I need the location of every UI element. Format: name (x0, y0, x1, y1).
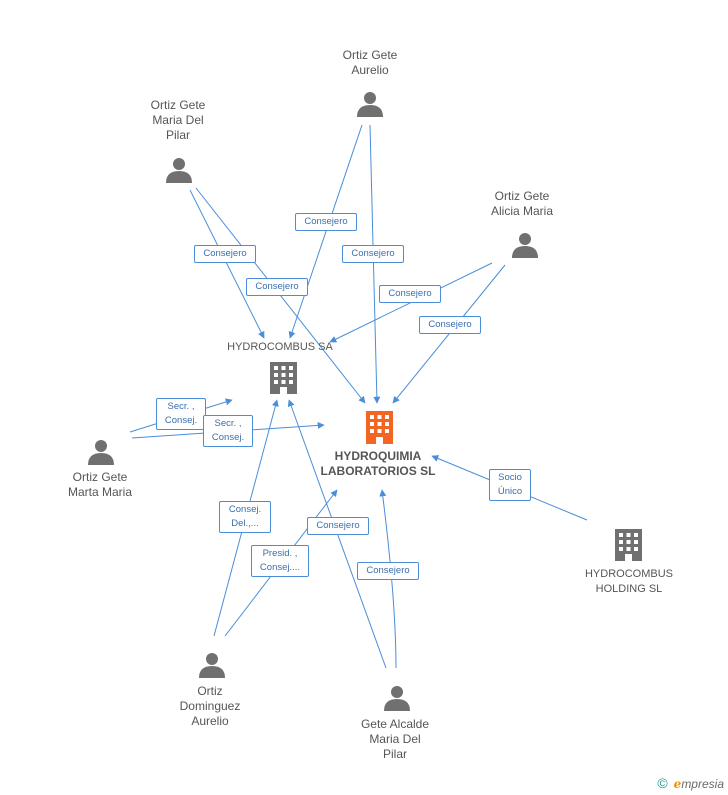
person-icon (384, 686, 410, 711)
node-label-dominguez[interactable]: Ortiz Dominguez Aurelio (179, 684, 241, 728)
relation-badge[interactable]: Consejero (357, 562, 419, 580)
building-main-icon (366, 411, 393, 444)
node-label-gete-alcalde[interactable]: Gete Alcalde Maria Del Pilar (360, 717, 430, 761)
relation-badge[interactable]: Consejero (342, 245, 404, 263)
brand-name: mpresia (681, 777, 724, 791)
relation-badge[interactable]: Consejero (246, 278, 308, 296)
person-icon (512, 233, 538, 258)
edge-aurelio-hydrocombus-sa (288, 124, 363, 339)
node-label-hydrocombus-sa[interactable]: HYDROCOMBUS SA (227, 341, 333, 353)
node-label-main-company[interactable]: HYDROQUIMIA LABORATORIOS SL (320, 449, 436, 478)
person-icon (199, 653, 225, 678)
person-icon (88, 440, 114, 465)
relation-badge[interactable]: Consejero (307, 517, 369, 535)
relation-badge[interactable]: Consejero (419, 316, 481, 334)
relation-badge[interactable]: Secr. , Consej. (203, 415, 253, 447)
node-label-marta[interactable]: Ortiz Gete Marta Maria (67, 470, 132, 499)
copyright-icon: © (657, 775, 668, 791)
relation-badge[interactable]: Presid. , Consej.... (251, 545, 309, 577)
node-label-aurelio[interactable]: Ortiz Gete Aurelio (342, 48, 398, 77)
relation-badge[interactable]: Secr. , Consej. (156, 398, 206, 430)
relation-badge[interactable]: Consej. Del.,... (219, 501, 271, 533)
node-label-maria-pilar[interactable]: Ortiz Gete Maria Del Pilar (150, 98, 206, 142)
relation-badge[interactable]: Consejero (295, 213, 357, 231)
edge-alicia-main (392, 264, 506, 404)
edge-maria-pilar-hydrocombus-sa (189, 189, 265, 339)
person-icon (166, 158, 192, 183)
empresia-watermark: © empresia (657, 775, 724, 791)
relation-badge[interactable]: Consejero (194, 245, 256, 263)
node-label-holding[interactable]: HYDROCOMBUS HOLDING SL (584, 568, 673, 595)
node-label-alicia[interactable]: Ortiz Gete Alicia Maria (490, 189, 553, 218)
building-icon (270, 362, 297, 394)
relation-badge[interactable]: Consejero (379, 285, 441, 303)
person-icon (357, 92, 383, 117)
brand-e: e (673, 777, 682, 791)
edge-gete-alcalde-main (379, 489, 397, 669)
building-icon (615, 529, 642, 561)
relation-badge[interactable]: Socio Único (489, 469, 531, 501)
edge-aurelio-main (369, 124, 381, 404)
